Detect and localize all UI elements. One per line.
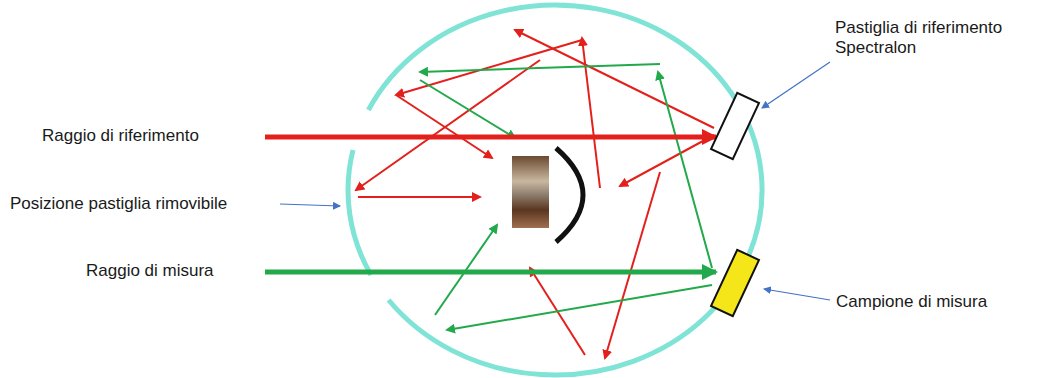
port-label: Posizione pastiglia rimovibile	[10, 194, 278, 214]
reference-label: Pastiglia di riferimento Spectralon	[835, 18, 1035, 59]
beam-label: Raggio di misura	[86, 261, 262, 281]
sample-label: Campione di misura	[836, 292, 1036, 312]
beam-label: Raggio di riferimento	[42, 126, 262, 146]
